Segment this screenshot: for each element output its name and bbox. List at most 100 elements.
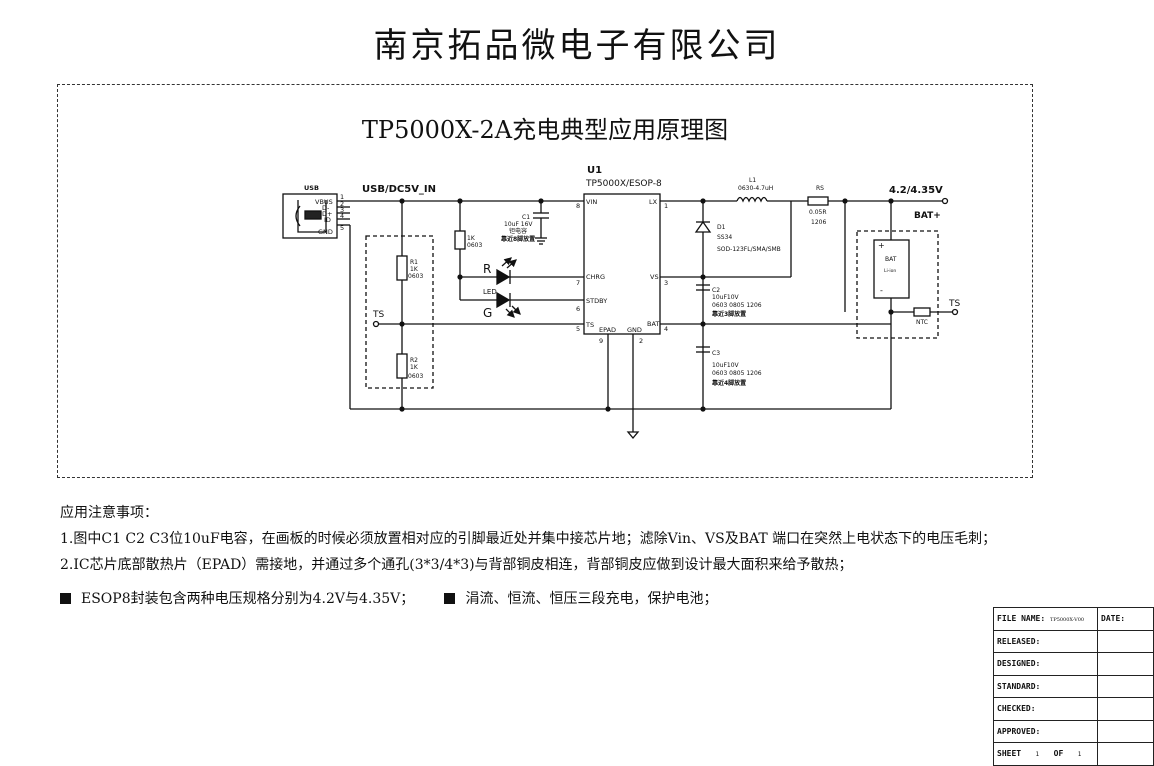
ic-pinnum-epad: 9 — [599, 337, 603, 345]
ic-pin-gnd: GND — [627, 326, 642, 334]
usb-socket — [297, 200, 327, 233]
usb-pinnum-1: 1 — [340, 193, 344, 201]
r2-ref: R2 — [410, 357, 418, 364]
net-label-output: 4.2/4.35V — [889, 185, 943, 196]
ic-pinnum-vin: 8 — [576, 202, 580, 210]
application-notes: 应用注意事项： 1.图中C1 C2 C3位10uF电容，在画板的时候必须放置相对… — [60, 500, 996, 578]
ic-pin-ts: TS — [585, 321, 594, 329]
c1-note2: 靠近8脚放置 — [501, 235, 535, 243]
r1-pkg: 0603 — [408, 273, 423, 280]
usb-pin-dm: D- — [322, 204, 330, 212]
feature-bullets: ESOP8封装包含两种电压规格分别为4.2V与4.35V； 涓流、恒流、恒压三段… — [60, 588, 717, 608]
ntc-label: NTC — [916, 319, 928, 326]
usb-pinnum-5: 5 — [340, 224, 344, 232]
usb-pin-gnd: GND — [318, 228, 333, 236]
usb-body — [282, 193, 338, 239]
usb-pinnum-4: 4 — [340, 212, 344, 220]
ic-pinnum-bat: 4 — [664, 325, 668, 333]
ic-pinnum-vs: 3 — [664, 279, 668, 287]
bat-value: Li-ion — [884, 268, 896, 274]
ic-pinnum-gnd: 2 — [639, 337, 643, 345]
bullet-1: ESOP8封装包含两种电压规格分别为4.2V与4.35V； — [81, 591, 415, 607]
inductor-l1 — [736, 196, 768, 203]
file-name-label: FILE NAME: — [997, 614, 1046, 624]
file-name-value: TP5000X-V00 — [1050, 617, 1085, 624]
diode-d1 — [694, 220, 712, 233]
usb-pin-dp: D+ — [322, 210, 332, 218]
rs-value: 0.05R — [809, 209, 827, 216]
r1-body — [396, 255, 408, 281]
ic-pinnum-stdby: 6 — [576, 305, 580, 313]
ic-part: TP5000X/ESOP-8 — [585, 179, 662, 189]
sheet-number: 1 — [1035, 751, 1040, 759]
bullet-square-icon — [60, 593, 71, 604]
usb-pinnum-2: 2 — [340, 200, 344, 208]
designed-label: DESIGNED: — [993, 652, 1098, 676]
ts-right-label: TS — [948, 299, 960, 309]
l1-ref: L1 — [749, 177, 756, 184]
c3-note: 靠近4脚放置 — [712, 379, 746, 387]
net-label-input: USB/DC5V_IN — [362, 184, 436, 195]
ic-pin-vin: VIN — [586, 198, 597, 206]
company-name: 南京拓品微电子有限公司 — [373, 26, 781, 66]
svg-text:-: - — [880, 286, 883, 295]
checked-label: CHECKED: — [993, 697, 1098, 721]
released-label: RELEASED: — [993, 629, 1098, 653]
led-g-label: G — [483, 306, 492, 320]
c2-ref: C2 — [712, 287, 720, 294]
ic-pinnum-chrg: 7 — [576, 279, 580, 287]
battery-box — [856, 230, 939, 339]
ic-ref: U1 — [587, 165, 602, 176]
c2-note: 靠近3脚放置 — [712, 310, 746, 318]
c1-note1: 钽电容 — [509, 227, 527, 235]
r1-ref: R1 — [410, 259, 418, 266]
led-label: LED — [483, 288, 497, 296]
ic-pin-chrg: CHRG — [586, 273, 605, 281]
r2-pkg: 0603 — [408, 373, 423, 380]
ic-pinnum-lx: 1 — [664, 202, 668, 210]
led-red-body — [496, 268, 511, 286]
ic-pinnum-ts: 5 — [576, 325, 580, 333]
schematic-frame — [57, 84, 1033, 478]
svg-text:+: + — [878, 241, 885, 250]
rs-ref: RS — [816, 185, 824, 192]
r-led-ref: 1K — [467, 235, 476, 242]
usb-tongue — [304, 210, 322, 220]
c2-pkg: 0603 0805 1206 — [712, 302, 762, 309]
note-line-2: 2.IC芯片底部散热片（EPAD）需接地，并通过多个通孔(3*3/4*3)与背部… — [60, 557, 853, 573]
d1-value: SS34 — [717, 234, 732, 241]
ntc-body — [913, 307, 931, 317]
ic-pin-stdby: STDBY — [586, 297, 607, 305]
c3-ref: C3 — [712, 350, 720, 357]
l1-value: 0630-4.7uH — [738, 185, 773, 192]
ic-pin-lx: LX — [649, 198, 658, 206]
bullet-square-icon — [444, 593, 456, 604]
notes-heading: 应用注意事项： — [60, 505, 158, 521]
approved-label: APPROVED: — [993, 719, 1098, 743]
rs-body — [807, 196, 829, 206]
diagram-title: TP5000X-2A充电典型应用原理图 — [361, 116, 729, 144]
ic-pin-epad: EPAD — [599, 326, 616, 334]
c1-ref: C1 — [522, 214, 530, 221]
ic-pin-bat: BAT — [647, 320, 659, 328]
d1-ref: D1 — [717, 224, 726, 231]
bat-plus-label: BAT+ — [914, 211, 941, 221]
r2-value: 1K — [410, 364, 419, 371]
c3-value: 10uF10V — [712, 362, 740, 369]
r-led-body — [454, 230, 466, 250]
divider-box — [365, 235, 434, 389]
usb-pin-id: ID — [324, 216, 331, 224]
bullet-2: 涓流、恒流、恒压三段充电，保护电池； — [465, 591, 718, 607]
usb-pinnum-3: 3 — [340, 206, 344, 214]
r2-body — [396, 353, 408, 379]
note-line-1: 1.图中C1 C2 C3位10uF电容，在画板的时候必须放置相对应的引脚最近处并… — [60, 531, 997, 547]
led-green-body — [496, 291, 511, 309]
usb-pin-vbus: VBUS — [315, 198, 333, 206]
led-r-label: R — [483, 262, 491, 276]
d1-pkg: SOD-123FL/SMA/SMB — [717, 246, 781, 253]
r1-value: 1K — [410, 266, 419, 273]
date-label: DATE: — [1097, 607, 1154, 631]
r-led-value: 0603 — [467, 242, 482, 249]
title-block: FILE NAME: TP5000X-V00 DATE: RELEASED: D… — [993, 607, 1154, 766]
